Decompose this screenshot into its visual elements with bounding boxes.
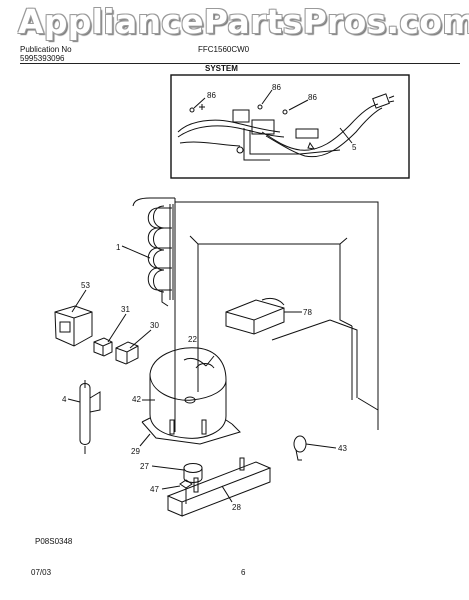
overload-protector [54, 305, 93, 347]
callout-86-a: 86 [207, 91, 216, 100]
callout-22: 22 [188, 335, 197, 344]
callout-31: 31 [121, 305, 130, 314]
callout-27: 27 [140, 462, 149, 471]
callout-42: 42 [132, 395, 141, 404]
callout-labels: 86 86 86 5 1 53 31 30 78 22 42 4 29 27 4… [62, 83, 357, 512]
publication-label: Publication No [20, 45, 72, 54]
compressor [141, 347, 241, 445]
relay [93, 337, 113, 357]
control-box [225, 297, 285, 335]
figure-code: P08S0348 [35, 537, 73, 546]
grommet [183, 463, 203, 483]
callout-29: 29 [131, 447, 140, 456]
model-number: FFC1560CW0 [198, 45, 250, 54]
bolt [179, 479, 193, 504]
footer-date: 07/03 [31, 568, 52, 577]
filter-drier [79, 380, 101, 454]
leader-lines [67, 245, 337, 503]
section-title: SYSTEM [205, 64, 238, 73]
callout-30: 30 [150, 321, 159, 330]
callout-5: 5 [352, 143, 357, 152]
callout-4: 4 [62, 395, 67, 404]
callout-53: 53 [81, 281, 90, 290]
callout-78: 78 [303, 308, 312, 317]
page-number: 6 [241, 568, 246, 577]
watermark-logo: AppliancePartsPros.com [18, 2, 469, 41]
callout-43: 43 [338, 444, 347, 453]
wiring-harness [177, 93, 395, 161]
callout-47: 47 [150, 485, 159, 494]
condenser-coil [147, 204, 174, 307]
relay-cover [115, 341, 139, 365]
callout-28: 28 [232, 503, 241, 512]
mounting-bracket [166, 457, 272, 517]
freezer-cabinet [132, 197, 379, 432]
callout-86-c: 86 [308, 93, 317, 102]
wiring-inset-box [170, 74, 410, 179]
publication-number: 5995393096 [20, 54, 65, 63]
callout-86-b: 86 [272, 83, 281, 92]
inset-leader-lines [193, 89, 353, 144]
callout-1: 1 [116, 243, 121, 252]
header-rule [20, 63, 460, 64]
tube-clip [293, 435, 307, 461]
